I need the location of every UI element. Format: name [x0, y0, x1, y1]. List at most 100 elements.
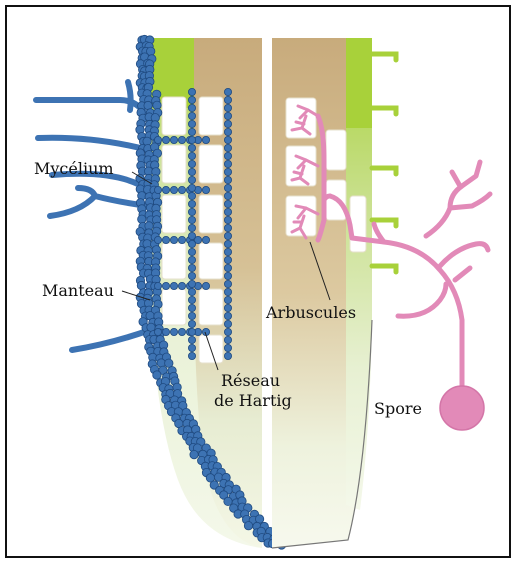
hypha-bead: [224, 128, 231, 135]
hypha-bead: [188, 88, 195, 95]
hypha-bead: [188, 240, 195, 247]
hypha-bead: [190, 450, 198, 458]
hypha-bead: [224, 352, 231, 359]
hypha-bead: [162, 236, 169, 243]
hypha-bead: [202, 186, 209, 193]
hypha-bead: [224, 328, 231, 335]
hypha-bead: [154, 282, 161, 289]
hypha-bead: [224, 160, 231, 167]
hypha-bead: [224, 280, 231, 287]
hypha-bead: [224, 168, 231, 175]
hypha-bead: [162, 328, 169, 335]
label-reseau-line1: Réseau: [221, 372, 280, 390]
hypha-bead: [188, 312, 195, 319]
hypha-bead: [188, 168, 195, 175]
hypha-bead: [188, 192, 195, 199]
hypha-bead: [188, 216, 195, 223]
hypha-bead: [224, 192, 231, 199]
hypha-bead: [188, 296, 195, 303]
hypha-bead: [170, 282, 177, 289]
hypha-bead: [202, 236, 209, 243]
label-spore: Spore: [374, 400, 422, 418]
hypha-bead: [224, 224, 231, 231]
spore-icon: [440, 386, 484, 430]
hypha-bead: [188, 232, 195, 239]
hypha-bead: [188, 136, 195, 143]
hypha-bead: [188, 208, 195, 215]
hypha-bead: [188, 144, 195, 151]
hypha-bead: [224, 152, 231, 159]
hypha-bead: [170, 186, 177, 193]
hypha-bead: [188, 344, 195, 351]
hypha-bead: [188, 320, 195, 327]
hypha-bead: [153, 371, 161, 379]
hypha-bead: [188, 336, 195, 343]
hypha-bead: [224, 320, 231, 327]
hypha-bead: [188, 352, 195, 359]
hypha-bead: [188, 120, 195, 127]
label-manteau: Manteau: [42, 282, 114, 300]
hypha-bead: [154, 186, 161, 193]
hypha-bead: [188, 328, 195, 335]
hypha-bead: [154, 328, 161, 335]
hypha-bead: [224, 176, 231, 183]
hypha-bead: [224, 136, 231, 143]
hypha-bead: [178, 328, 185, 335]
hypha-bead: [188, 256, 195, 263]
hypha-bead: [224, 96, 231, 103]
hypha-bead: [224, 296, 231, 303]
hypha-bead: [188, 184, 195, 191]
hypha-bead: [162, 186, 169, 193]
hypha-bead: [224, 344, 231, 351]
hypha-bead: [178, 236, 185, 243]
label-arbuscules: Arbuscules: [266, 304, 356, 322]
hypha-bead: [224, 216, 231, 223]
hypha-bead: [188, 128, 195, 135]
hypha-bead: [224, 88, 231, 95]
hypha-bead: [224, 336, 231, 343]
hypha-bead: [188, 160, 195, 167]
hypha-bead: [224, 272, 231, 279]
hypha-bead: [224, 256, 231, 263]
hypha-bead: [154, 236, 161, 243]
hypha-bead: [188, 104, 195, 111]
hypha-bead: [224, 304, 231, 311]
hypha-bead: [188, 152, 195, 159]
hypha-bead: [188, 264, 195, 271]
label-reseau-line2: de Hartig: [214, 392, 292, 410]
hypha-bead: [138, 215, 146, 223]
hypha-bead: [170, 328, 177, 335]
hypha-bead: [224, 120, 231, 127]
hypha-bead: [224, 312, 231, 319]
hypha-bead: [224, 104, 231, 111]
label-mycelium: Mycélium: [34, 160, 114, 178]
hypha-bead: [188, 176, 195, 183]
hypha-bead: [188, 288, 195, 295]
hypha-bead: [188, 200, 195, 207]
hypha-bead: [170, 136, 177, 143]
hypha-bead: [188, 272, 195, 279]
hypha-bead: [188, 96, 195, 103]
hypha-bead: [202, 136, 209, 143]
hypha-bead: [178, 186, 185, 193]
hypha-bead: [224, 240, 231, 247]
hypha-bead: [178, 136, 185, 143]
hypha-bead: [244, 522, 252, 530]
hypha-bead: [162, 136, 169, 143]
mycelium-hyphae: [36, 82, 150, 350]
hypha-bead: [224, 144, 231, 151]
hypha-bead: [224, 208, 231, 215]
hypha-bead: [188, 304, 195, 311]
hypha-bead: [224, 184, 231, 191]
hypha-bead: [224, 497, 232, 505]
hypha-bead: [224, 200, 231, 207]
hypha-bead: [170, 236, 177, 243]
hypha-bead: [188, 224, 195, 231]
hypha-bead: [188, 248, 195, 255]
hypha-bead: [224, 288, 231, 295]
hypha-bead: [154, 136, 161, 143]
hypha-bead: [162, 282, 169, 289]
hypha-bead: [202, 282, 209, 289]
hypha-bead: [224, 232, 231, 239]
hypha-bead: [224, 248, 231, 255]
